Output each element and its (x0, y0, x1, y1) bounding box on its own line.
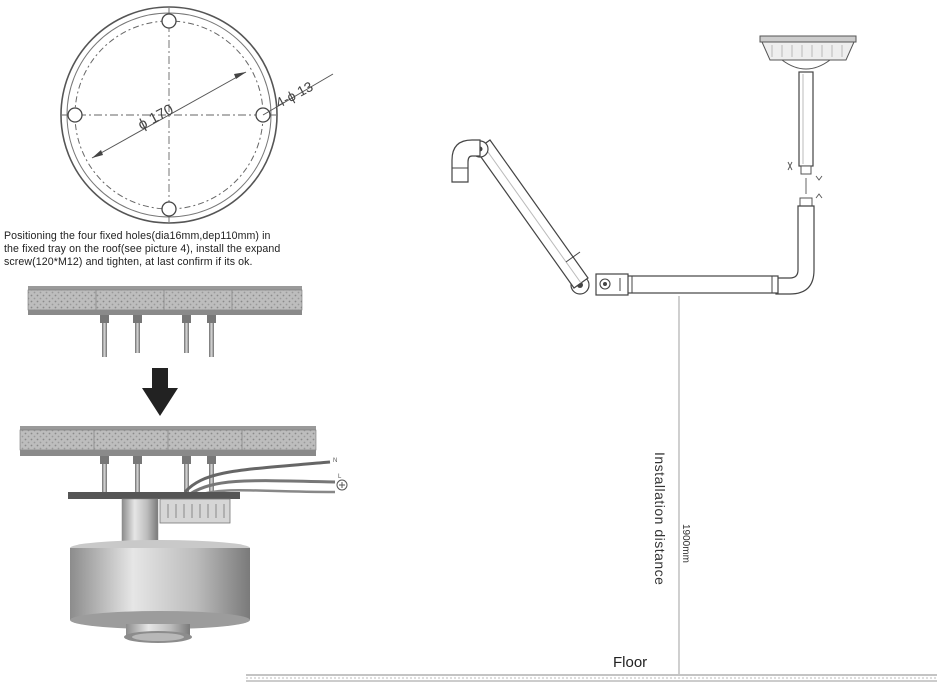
holes-label: 4-ϕ 13 (273, 78, 316, 111)
wire-label-n: N (333, 458, 337, 464)
mounting-plate (68, 492, 240, 499)
instruction-line-3: screw(120*M12) and tighten, at last conf… (4, 256, 253, 268)
terminal-block (159, 498, 231, 524)
mount-tube (121, 498, 159, 548)
fixing-hole-left (67, 107, 83, 123)
hole-leader-line (262, 73, 334, 116)
plate-outer-ring (60, 6, 278, 224)
down-arrow-icon (142, 368, 178, 416)
ceiling-section-after (19, 426, 317, 498)
lamp-head-assembly (68, 492, 250, 643)
horizontal-arm (625, 275, 779, 294)
fixing-hole-bottom (161, 201, 177, 217)
expansion-bolts (100, 315, 216, 357)
diameter-dimension-line (91, 71, 247, 159)
installation-distance-label: Installation distance (652, 452, 668, 586)
wire-label-l: L (338, 474, 342, 480)
installation-distance-value: 1900mm (680, 524, 691, 563)
dimension-arrow-left (92, 150, 103, 158)
ceiling-canopy (759, 35, 857, 43)
floor-label: Floor (613, 654, 648, 671)
dimension-arrow-right (234, 72, 246, 79)
installation-instructions: Positioning the four fixed holes(dia16mm… (4, 230, 384, 269)
pendant-arm-side-view (451, 35, 857, 296)
power-cables: N L (183, 458, 348, 498)
ceiling-section-before (27, 286, 303, 357)
fixing-hole-top (161, 13, 177, 29)
mounting-plate-top-view: ϕ 170 4-ϕ 13 (60, 6, 334, 224)
instruction-line-1: Positioning the four fixed holes(dia16mm… (4, 230, 271, 242)
lower-tube-elbow (775, 205, 815, 295)
lamp-housing (70, 548, 250, 620)
diameter-label: ϕ 170 (135, 101, 176, 134)
floor-line (246, 674, 937, 682)
upper-vertical-tube (798, 71, 814, 167)
end-hook (451, 139, 481, 183)
instruction-line-2: the fixed tray on the roof(see picture 4… (4, 243, 281, 255)
ground-symbol-icon (336, 479, 348, 491)
